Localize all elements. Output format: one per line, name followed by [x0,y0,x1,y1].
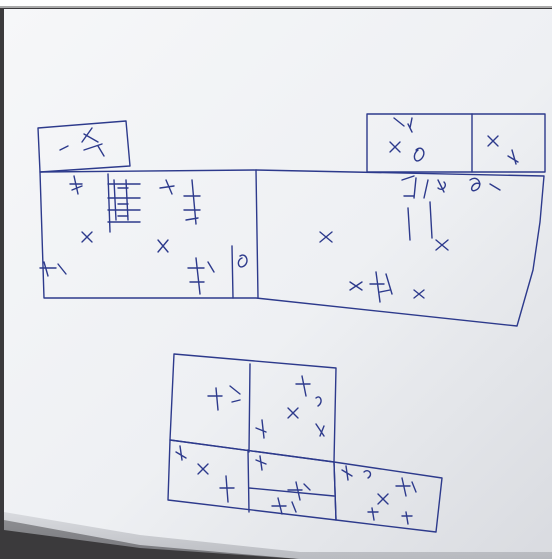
paper-bottom-shadow [4,512,552,559]
room-top-right [366,113,546,173]
top-border [0,0,552,8]
floor-plan-sketch [37,113,546,533]
room-top-left [37,120,131,173]
lower-building-right [333,461,443,533]
main-building [39,169,545,327]
paper-sheet [4,9,552,559]
